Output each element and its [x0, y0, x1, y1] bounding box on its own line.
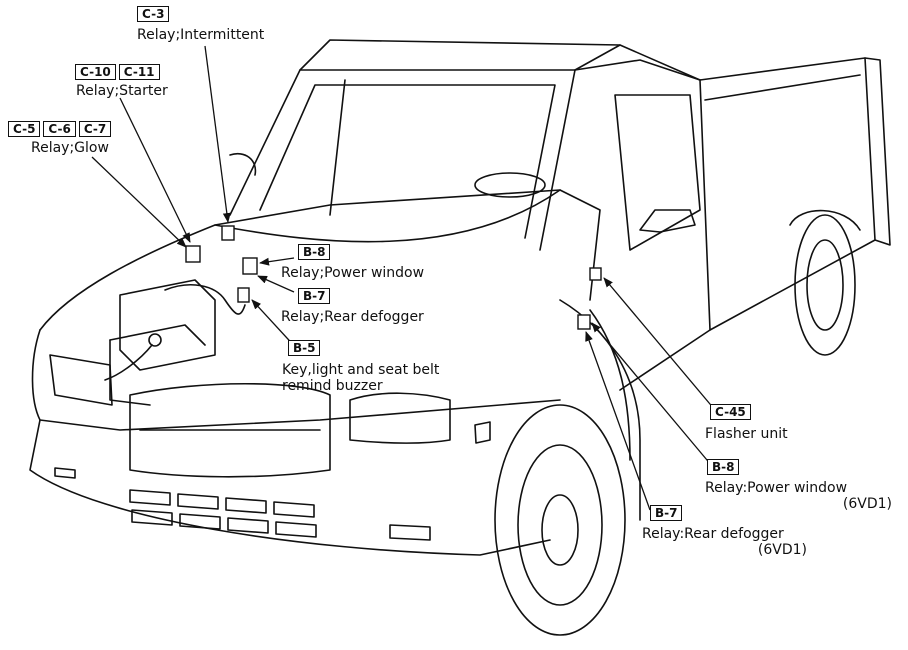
starter-codes: C-10 C-11: [75, 64, 160, 80]
code-box: C-6: [43, 121, 76, 137]
code-box: B-8: [707, 459, 740, 475]
intermittent-codes: C-3: [137, 6, 170, 22]
power-window-left-label: Relay;Power window: [281, 265, 425, 281]
buzzer-label-line2: remind buzzer: [282, 378, 383, 394]
code-box: C-7: [78, 121, 112, 137]
code-box: C-3: [137, 6, 170, 22]
glow-codes: C-5 C-6 C-7: [8, 121, 112, 137]
flasher-unit-block: [589, 267, 602, 281]
buzzer-label-line1: Key,light and seat belt: [282, 362, 440, 378]
component-blocks: [185, 225, 602, 330]
power-window-left-codes: B-8: [298, 244, 331, 260]
rear-defogger-left-label: Relay;Rear defogger: [281, 309, 424, 325]
rear-defogger-right-label-line2: (6VD1): [757, 542, 807, 558]
code-box: B-7: [298, 288, 331, 304]
flasher-label: Flasher unit: [705, 426, 788, 442]
code-box: C-10: [75, 64, 116, 80]
rear-defogger-left-codes: B-7: [298, 288, 331, 304]
intermittent-label: Relay;Intermittent: [137, 27, 265, 43]
code-box: B-8: [298, 244, 331, 260]
rear-defogger-right-codes: B-7: [650, 505, 683, 521]
buzzer-codes: B-5: [288, 340, 321, 356]
code-box: B-7: [650, 505, 683, 521]
intermittent-relay-block: [221, 225, 235, 241]
truck-outline: [29, 39, 891, 636]
rear-defogger-right-label-line1: Relay:Rear defogger: [642, 526, 784, 542]
flasher-codes: C-45: [710, 404, 751, 420]
rear-defogger-relay-left-block: [237, 287, 250, 303]
code-box: C-45: [710, 404, 751, 420]
code-box: C-11: [118, 64, 160, 80]
code-box: B-5: [288, 340, 321, 356]
code-box: C-5: [8, 121, 41, 137]
glow-relay-block: [185, 245, 201, 263]
power-window-relay-left-block: [242, 257, 258, 275]
power-window-right-label-line2: (6VD1): [842, 496, 892, 512]
glow-label: Relay;Glow: [31, 140, 109, 156]
power-window-relay-right-block: [577, 314, 591, 330]
power-window-right-codes: B-8: [707, 459, 740, 475]
leader-lines: [91, 45, 716, 511]
power-window-right-label-line1: Relay:Power window: [705, 480, 848, 496]
starter-label: Relay;Starter: [76, 83, 168, 99]
